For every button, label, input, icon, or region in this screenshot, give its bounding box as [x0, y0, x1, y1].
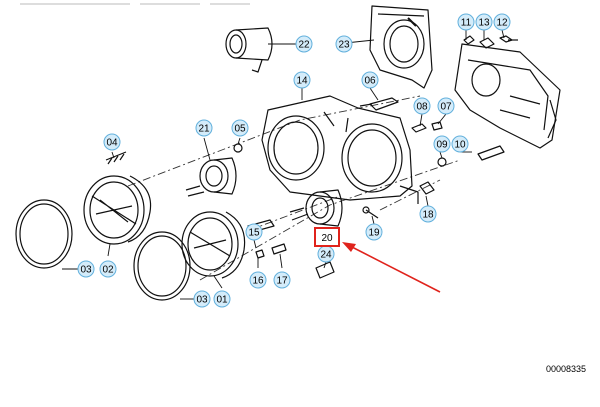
callout-label: 15	[248, 228, 260, 239]
callout-label: 19	[368, 228, 380, 239]
part-14-housing	[261, 95, 419, 204]
callout-label: 24	[320, 250, 332, 261]
callout-09[interactable]: 09	[433, 135, 451, 153]
part-20-socket	[289, 189, 343, 227]
callout-07[interactable]: 07	[437, 97, 455, 115]
part-21-socket	[185, 157, 237, 197]
callout-label: 02	[102, 265, 114, 276]
callout-label: 23	[338, 40, 350, 51]
callout-label: 03	[80, 265, 92, 276]
right-cover-panel	[454, 43, 561, 149]
line-art	[15, 3, 561, 301]
leader-lines	[62, 29, 505, 300]
callout-18[interactable]: 18	[419, 205, 437, 223]
callouts: 01 02 03 03 04 05 06 07 08 09 10 11 12 1…	[77, 13, 511, 308]
part-02-headlamp	[83, 175, 152, 245]
callout-24[interactable]: 24	[317, 245, 335, 263]
callout-label: 20	[321, 233, 333, 244]
callout-label: 18	[422, 210, 434, 221]
callout-16[interactable]: 16	[249, 271, 267, 289]
callout-22[interactable]: 22	[295, 35, 313, 53]
part-18-bracket	[419, 181, 435, 195]
callout-14[interactable]: 14	[293, 71, 311, 89]
document-number: 00008335	[546, 364, 587, 374]
callout-17[interactable]: 17	[273, 271, 291, 289]
part-03-ring-upper	[15, 199, 73, 269]
callout-label: 13	[478, 18, 490, 29]
callout-15[interactable]: 15	[245, 223, 263, 241]
callout-04[interactable]: 04	[103, 133, 121, 151]
callout-label: 03	[196, 295, 208, 306]
callout-01[interactable]: 01	[213, 290, 231, 308]
part-03-ring-lower	[133, 231, 191, 301]
callout-label: 01	[216, 295, 228, 306]
part-19-screw	[362, 206, 379, 219]
callout-11[interactable]: 11	[457, 13, 475, 31]
highlight-arrow	[342, 242, 441, 293]
part-22-cap	[225, 27, 273, 73]
part-23-shroud	[369, 5, 433, 89]
part-06-bulb	[359, 97, 399, 111]
callout-05[interactable]: 05	[231, 119, 249, 137]
callout-label: 12	[496, 18, 508, 29]
callout-label: 22	[298, 40, 310, 51]
callout-06[interactable]: 06	[361, 71, 379, 89]
callout-23[interactable]: 23	[335, 35, 353, 53]
callout-label: 21	[198, 124, 210, 135]
callout-label: 08	[416, 102, 428, 113]
parts-04-05	[105, 143, 243, 165]
callout-02[interactable]: 02	[99, 260, 117, 278]
callout-label: 10	[454, 140, 466, 151]
callout-19[interactable]: 19	[365, 223, 383, 241]
callout-03-upper[interactable]: 03	[77, 260, 95, 278]
parts-07-08	[411, 121, 443, 133]
callout-label: 11	[461, 18, 472, 29]
callout-08[interactable]: 08	[413, 97, 431, 115]
callout-12[interactable]: 12	[493, 13, 511, 31]
callout-10[interactable]: 10	[451, 135, 469, 153]
callout-label: 14	[296, 76, 308, 87]
callout-label: 09	[436, 140, 448, 151]
highlight-box	[314, 227, 340, 247]
callout-label: 17	[276, 276, 288, 287]
clips-11-12-13	[463, 35, 518, 49]
callout-13[interactable]: 13	[475, 13, 493, 31]
callout-20-highlighted[interactable]: 20	[314, 227, 340, 247]
callout-03-lower[interactable]: 03	[193, 290, 211, 308]
callout-label: 16	[252, 276, 264, 287]
part-01-headlamp	[181, 211, 246, 279]
callout-label: 07	[440, 102, 452, 113]
callout-label: 05	[234, 124, 246, 135]
callout-label: 06	[364, 76, 376, 87]
callout-21[interactable]: 21	[195, 119, 213, 137]
callout-label: 04	[106, 138, 118, 149]
